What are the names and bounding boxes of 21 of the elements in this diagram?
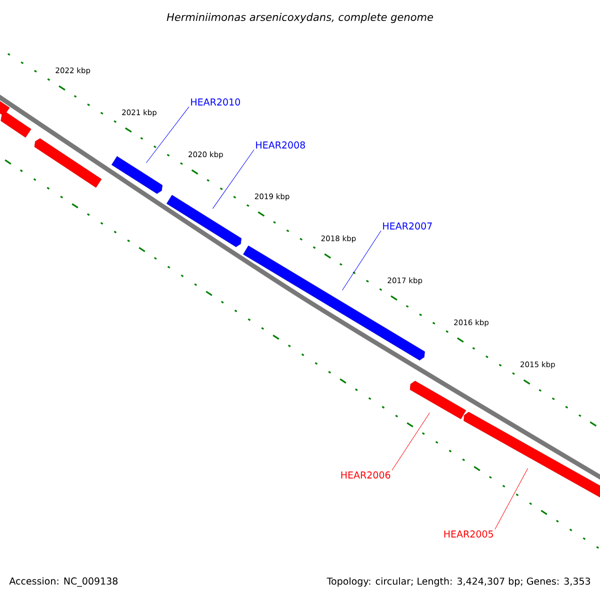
gene-block (34, 138, 102, 188)
title: Herminiimonas arsenicoxydans, complete genome (166, 12, 433, 24)
gene-label: HEAR2010 (191, 98, 240, 106)
gene-label: HEAR2006 (341, 471, 390, 479)
leader-line (212, 150, 254, 209)
gene-block (0, 112, 32, 138)
gene-block (0, 100, 10, 116)
gene-block (166, 194, 242, 248)
gene-block (464, 412, 600, 498)
genome-info-text: Topology: circular; Length: 3,424,307 bp; Genes: 3,353 (326, 577, 590, 587)
accession-text: Accession: NC_009138 (9, 577, 118, 587)
leader-line (494, 468, 528, 530)
leader-line (342, 230, 382, 290)
gene-label: HEAR2008 (256, 141, 305, 149)
gene-block (243, 246, 425, 360)
leader-line (392, 412, 430, 470)
gene-block (111, 156, 163, 194)
gene-block (410, 380, 466, 420)
gene-label: HEAR2007 (383, 222, 432, 230)
gene-label: HEAR2005 (444, 530, 493, 538)
leader-line (146, 106, 190, 164)
